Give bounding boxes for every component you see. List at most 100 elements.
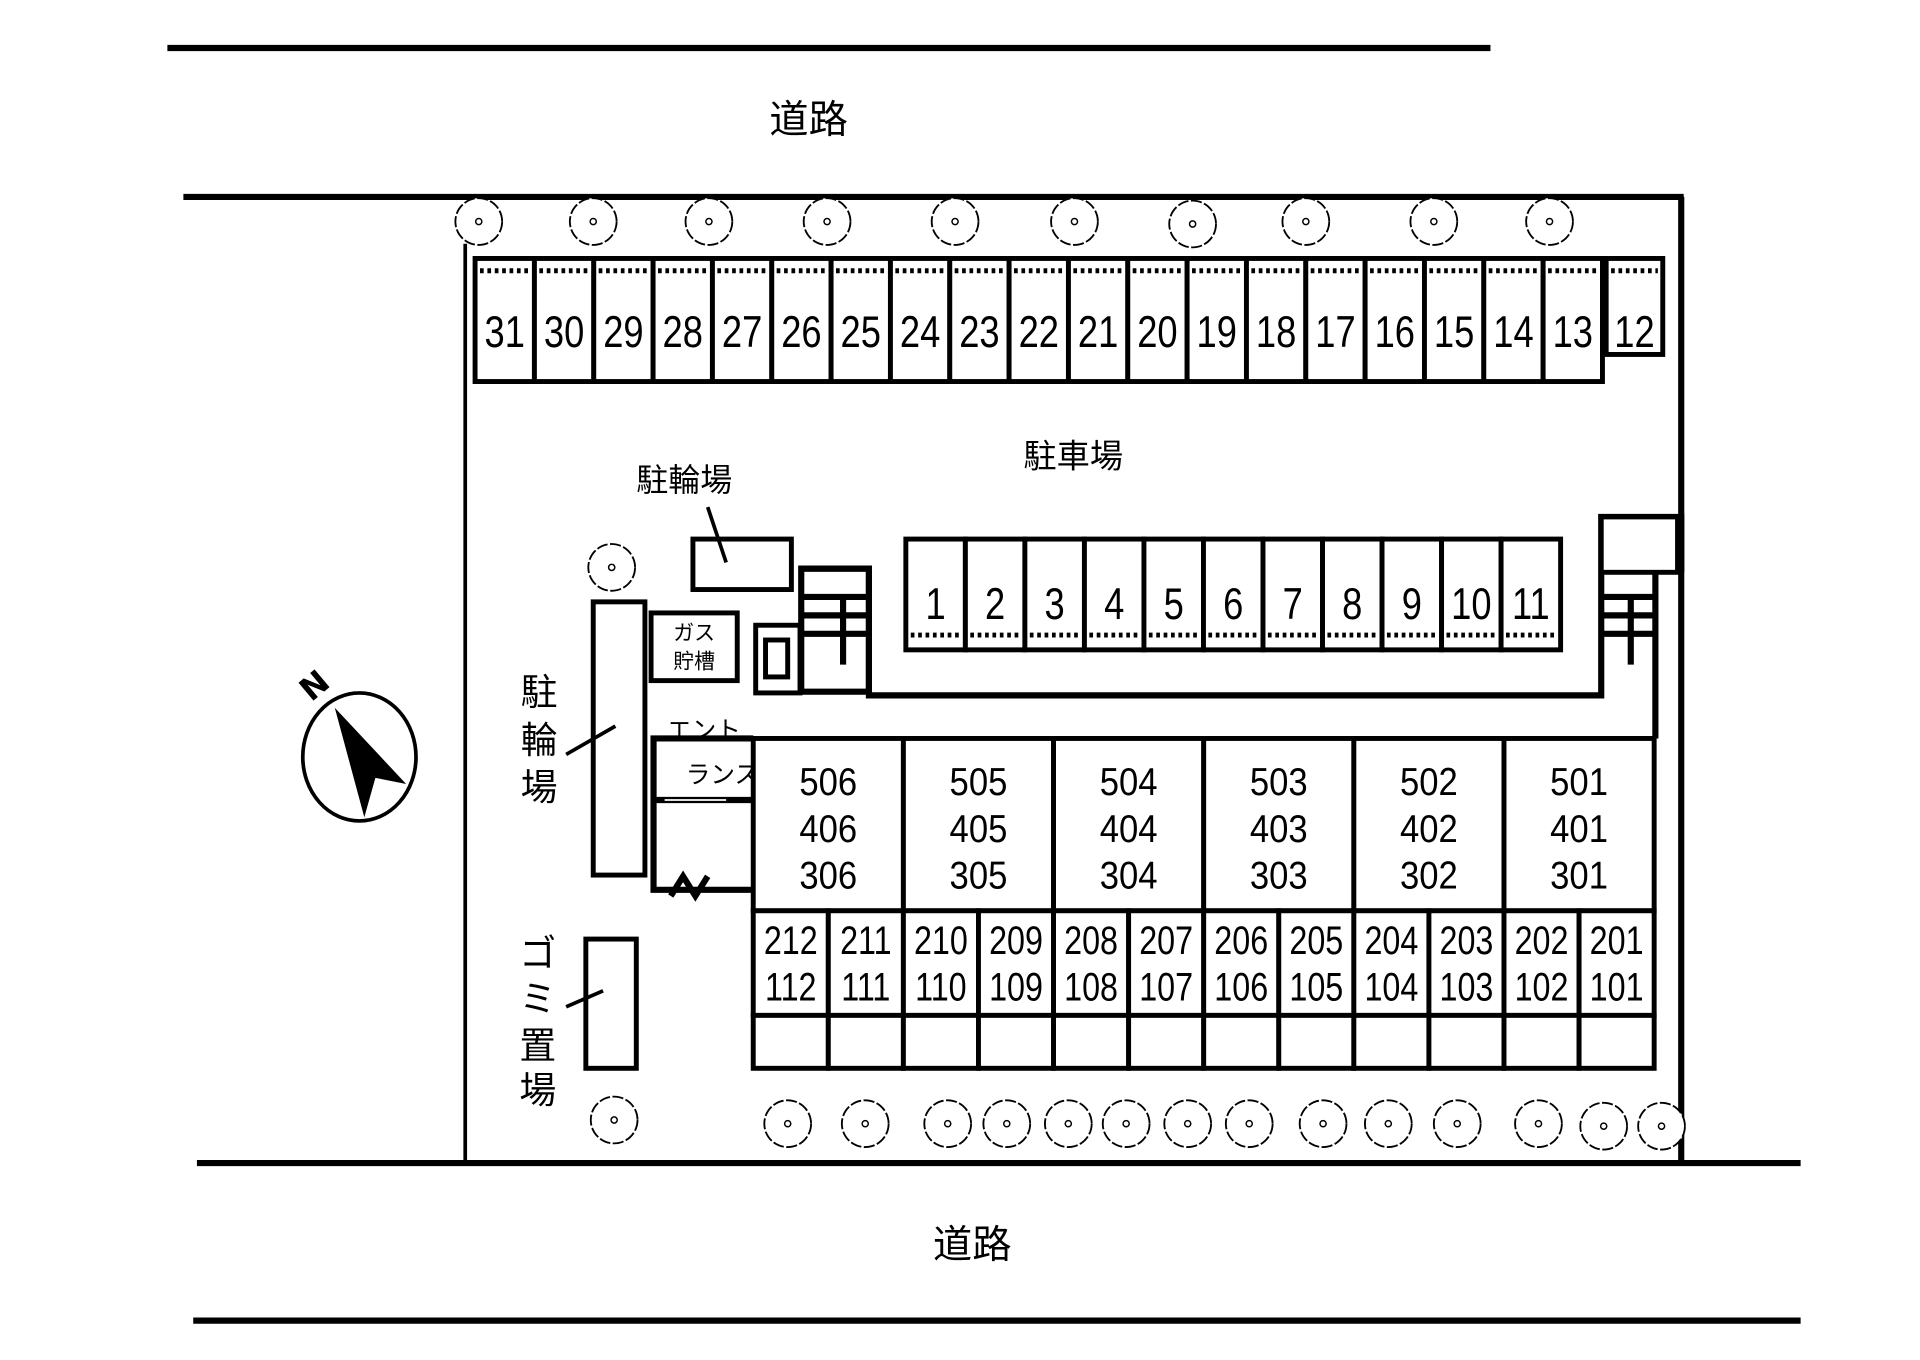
unit-number: 211 (840, 918, 891, 963)
unit-number: 201 (1590, 918, 1644, 963)
unit-number: 405 (950, 806, 1008, 851)
tree-icon (930, 197, 980, 246)
gas-tank-label-2: 貯槽 (673, 649, 715, 673)
unit-number: 111 (841, 965, 890, 1010)
tree-icon (587, 543, 636, 592)
parking-space (769, 256, 834, 384)
unit-number: 208 (1064, 918, 1118, 963)
parking-space-number: 30 (544, 307, 584, 357)
parking-space-number: 6 (1223, 579, 1243, 629)
tree-icon (1101, 1099, 1151, 1149)
parking-space (828, 256, 893, 384)
meter-inner (763, 637, 791, 680)
tree-icon (1044, 1099, 1093, 1149)
parking-space-number: 7 (1283, 579, 1303, 629)
parking-space-number: 11 (1512, 579, 1550, 629)
unit-number: 503 (1250, 759, 1308, 804)
tree-icon (1432, 1099, 1482, 1149)
road-top-label: 道路 (769, 97, 848, 143)
parking-space-number: 23 (959, 307, 999, 357)
parking-space-number: 31 (485, 307, 525, 357)
unit-number: 210 (914, 918, 968, 963)
unit-block-lower (1576, 908, 1657, 1018)
parking-space (962, 536, 1028, 653)
stairs-left (798, 565, 872, 695)
parking-space-number: 4 (1104, 579, 1124, 629)
unit-number: 105 (1289, 965, 1343, 1010)
garbage-label-char-2: ミ (519, 978, 556, 1021)
parking-space-number: 12 (1614, 307, 1654, 357)
parking-space (1362, 256, 1427, 384)
unit-number: 506 (799, 759, 857, 804)
unit-number: 502 (1400, 759, 1458, 804)
tree-icon (1163, 1099, 1213, 1149)
unit-block-lower (1276, 908, 1357, 1018)
unit-number: 402 (1400, 806, 1458, 851)
parking-space-number: 8 (1342, 579, 1362, 629)
parking-space (1421, 256, 1487, 384)
unit-number: 303 (1250, 853, 1308, 898)
unit-block-upper (750, 736, 906, 914)
unit-number: 504 (1100, 759, 1158, 804)
parking-space-number: 20 (1137, 307, 1177, 357)
parking-space (1125, 256, 1190, 384)
bicycle-parking-label-top: 駐輪場 (636, 461, 732, 499)
garbage-label-char-3: 置 (519, 1024, 556, 1067)
trees (454, 197, 1686, 1151)
parking-space (1141, 536, 1206, 653)
tree-icon (1579, 1101, 1629, 1151)
tree-icon (1514, 1099, 1563, 1149)
unit-number: 304 (1100, 853, 1158, 898)
bicycle-parking-side-char-3: 場 (521, 766, 558, 809)
unit-balcony (1126, 1012, 1207, 1071)
parking-label: 駐車場 (1023, 437, 1123, 476)
unit-number: 406 (799, 806, 857, 851)
unit-number: 204 (1364, 918, 1418, 963)
unit-number: 110 (915, 965, 966, 1010)
bicycle-parking-side-leader (565, 724, 617, 757)
unit-balcony (1276, 1012, 1357, 1071)
tree-icon (1298, 1099, 1348, 1149)
tree-icon (454, 197, 504, 246)
unit-number: 401 (1550, 806, 1608, 851)
compass: N (292, 662, 418, 823)
tree-icon (568, 197, 618, 246)
unit-number: 207 (1139, 918, 1193, 963)
parking-space-number: 25 (841, 307, 881, 357)
unit-number: 404 (1100, 806, 1158, 851)
unit-number: 112 (765, 965, 816, 1010)
unit-number: 212 (764, 918, 818, 963)
gas-tank-label-1: ガス (673, 621, 715, 645)
unit-balcony (750, 1012, 831, 1071)
tree-icon (1637, 1101, 1686, 1151)
parking-space (531, 256, 597, 384)
parking-space-number: 17 (1315, 307, 1355, 357)
unit-balcony (1051, 1012, 1132, 1071)
parking-space (1498, 536, 1564, 653)
parking-space-number: 10 (1451, 579, 1491, 629)
unit-block-lower (825, 908, 906, 1018)
unit-number: 103 (1440, 965, 1494, 1010)
unit-number: 209 (989, 918, 1043, 963)
parking-space-number: 5 (1164, 579, 1184, 629)
unit-balcony (825, 1012, 906, 1071)
parking-space-number: 18 (1256, 307, 1296, 357)
parking-space-number: 3 (1045, 579, 1065, 629)
unit-number: 108 (1064, 965, 1118, 1010)
unit-number: 107 (1139, 965, 1193, 1010)
parking-space (1379, 536, 1445, 653)
tree-icon (763, 1099, 812, 1149)
unit-number: 109 (989, 965, 1043, 1010)
unit-block-upper (900, 736, 1056, 914)
tree-icon (1050, 197, 1099, 246)
bicycle-parking-top-leader (705, 506, 728, 564)
entrance-label-1: エント (667, 715, 741, 744)
tree-icon (982, 1099, 1032, 1149)
unit-balcony (976, 1012, 1056, 1071)
parking-space-number: 16 (1375, 307, 1415, 357)
parking-space-number: 28 (663, 307, 703, 357)
tree-icon (1281, 197, 1331, 246)
unit-number: 202 (1515, 918, 1569, 963)
unit-number: 306 (799, 853, 857, 898)
